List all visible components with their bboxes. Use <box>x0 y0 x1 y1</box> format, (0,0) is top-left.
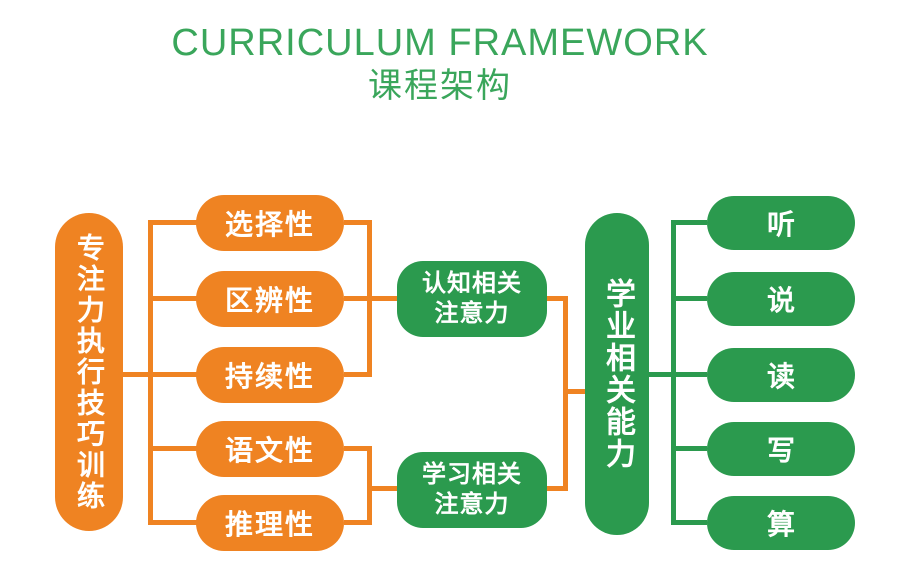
ability-node-write: 写 <box>707 422 855 476</box>
attention-label-line2: 注意力 <box>434 491 510 518</box>
ability-label: 听 <box>766 209 795 240</box>
connector-line <box>148 446 197 451</box>
page-title: CURRICULUM FRAMEWORK 课程架构 <box>0 20 880 106</box>
connector-line <box>547 486 568 491</box>
connector-line <box>344 446 372 451</box>
connector-line <box>344 372 372 377</box>
connector-line <box>671 220 707 225</box>
connector-line <box>563 389 585 394</box>
connector-line <box>148 520 197 525</box>
right-root-node: 学业相关能力 <box>585 213 649 535</box>
connector-line <box>148 220 197 225</box>
title-english: CURRICULUM FRAMEWORK <box>171 22 709 64</box>
skill-label: 区辨性 <box>224 285 315 316</box>
connector-line <box>671 296 707 301</box>
ability-label: 说 <box>766 285 795 316</box>
skill-node-discriminative: 区辨性 <box>196 271 344 327</box>
attention-node-learning: 学习相关 注意力 <box>397 452 547 528</box>
skill-label: 语文性 <box>224 435 315 466</box>
connector-line <box>148 220 153 525</box>
skill-label: 持续性 <box>224 361 315 392</box>
attention-label-line1: 认知相关 <box>422 270 522 297</box>
title-chinese: 课程架构 <box>368 67 512 105</box>
connector-line <box>367 446 372 525</box>
skill-node-sustained: 持续性 <box>196 347 344 403</box>
connector-line <box>344 520 372 525</box>
ability-node-speak: 说 <box>707 272 855 326</box>
connector-line <box>344 296 397 301</box>
attention-label-line1: 学习相关 <box>422 461 522 488</box>
ability-node-calculate: 算 <box>707 496 855 550</box>
connector-line <box>671 446 707 451</box>
connector-line <box>148 296 197 301</box>
skill-node-selective: 选择性 <box>196 195 344 251</box>
connector-line <box>547 296 568 301</box>
left-root-label: 专注力执行技巧训练 <box>74 232 105 512</box>
connector-line <box>344 220 372 225</box>
ability-label: 写 <box>766 435 795 466</box>
connector-line <box>671 520 707 525</box>
skill-label: 选择性 <box>224 209 315 240</box>
connector-line <box>649 372 676 377</box>
skill-node-reasoning: 推理性 <box>196 495 344 551</box>
connector-line <box>367 486 397 491</box>
attention-node-cognitive: 认知相关 注意力 <box>397 261 547 337</box>
connector-line <box>671 372 707 377</box>
ability-label: 算 <box>766 509 795 540</box>
ability-node-listen: 听 <box>707 196 855 250</box>
ability-node-read: 读 <box>707 348 855 402</box>
connector-line <box>123 372 197 377</box>
attention-label-line2: 注意力 <box>434 300 510 327</box>
right-root-label: 学业相关能力 <box>601 278 634 470</box>
ability-label: 读 <box>766 361 795 392</box>
skill-node-linguistic: 语文性 <box>196 421 344 477</box>
skill-label: 推理性 <box>224 509 315 540</box>
left-root-node: 专注力执行技巧训练 <box>55 213 123 531</box>
